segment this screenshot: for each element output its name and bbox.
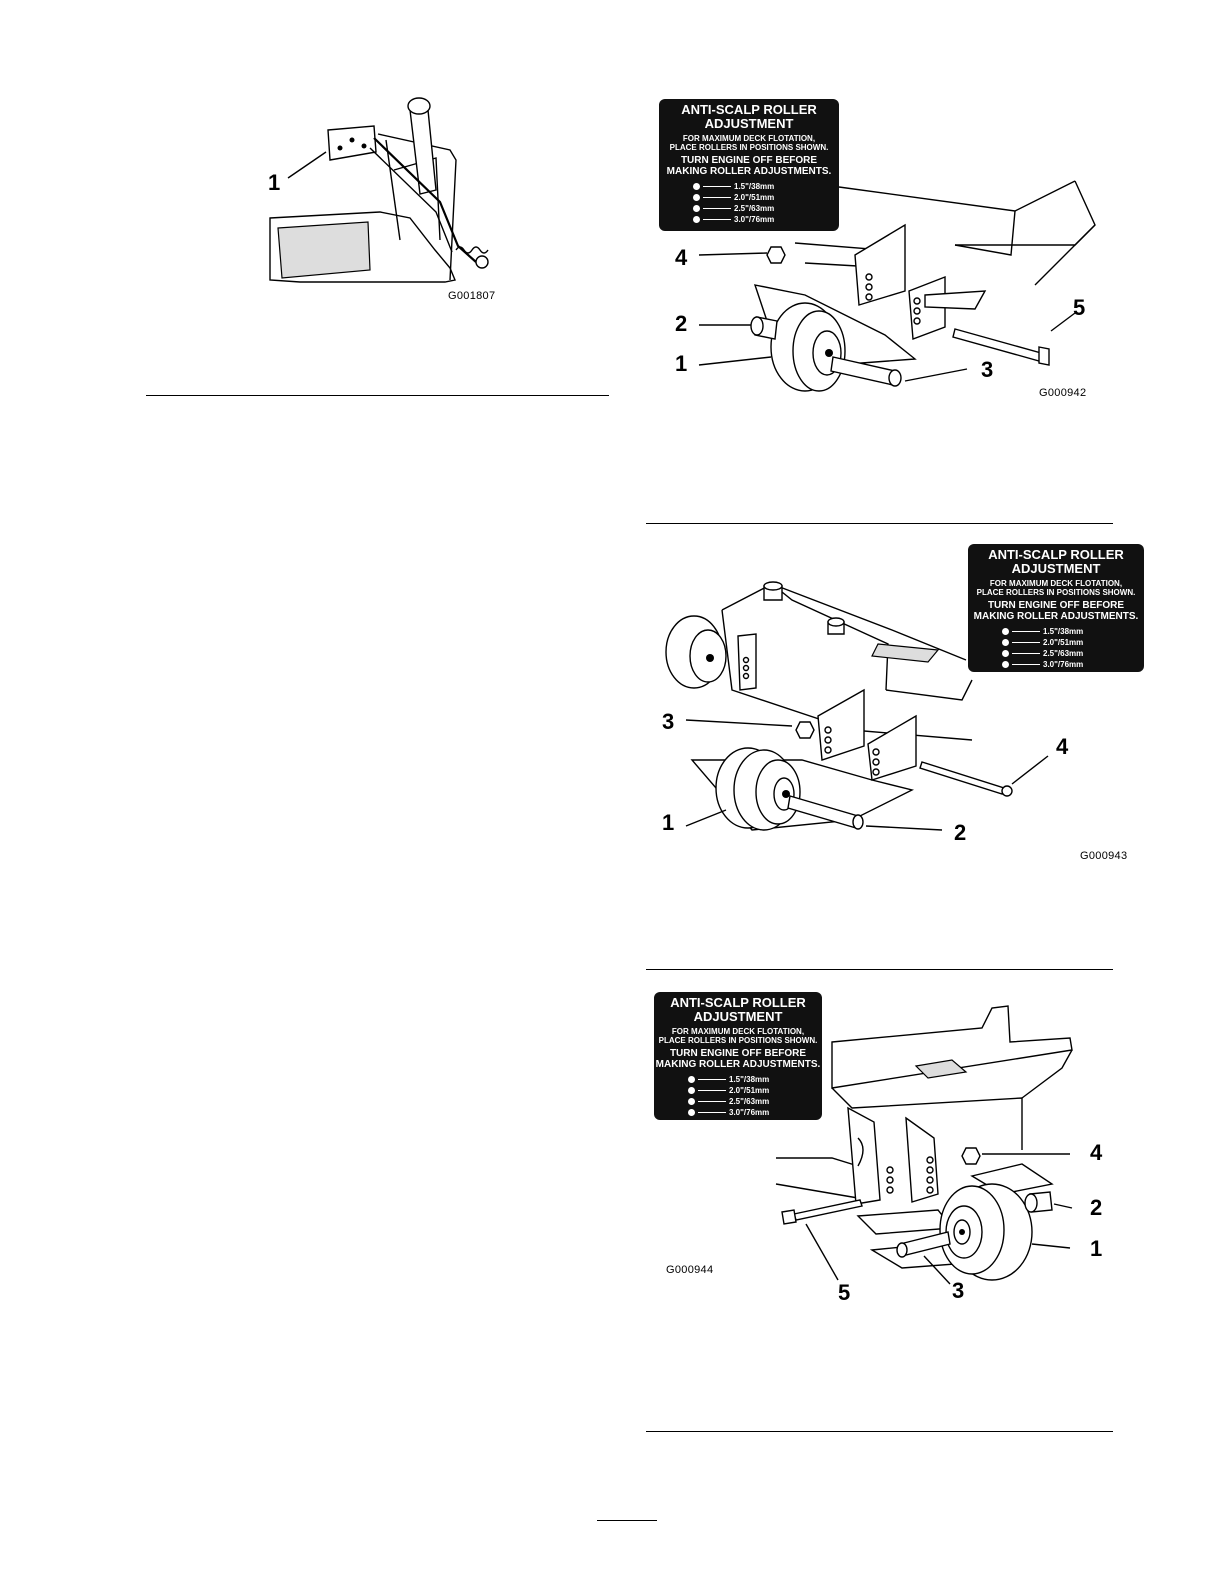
adjustment-decal: ANTI-SCALP ROLLER ADJUSTMENT FOR MAXIMUM… bbox=[654, 992, 822, 1120]
divider bbox=[646, 1431, 1113, 1432]
figure-id: G000944 bbox=[666, 1264, 714, 1276]
callout-1: 1 bbox=[675, 351, 688, 376]
lever-illustration bbox=[269, 97, 489, 283]
figure-side-roller: ANTI-SCALP ROLLER ADJUSTMENT FOR MAXIMUM… bbox=[652, 988, 1122, 1308]
callout-3: 3 bbox=[952, 1278, 965, 1303]
callout-3: 3 bbox=[662, 709, 675, 734]
callout-1: 1 bbox=[1090, 1236, 1103, 1261]
roller-illustration bbox=[775, 1005, 1073, 1285]
figure-height-lever: 1 G001807 bbox=[260, 90, 540, 310]
callout-2: 2 bbox=[954, 820, 967, 845]
page-footer-rule bbox=[597, 1520, 657, 1521]
callout-5: 5 bbox=[1073, 295, 1086, 320]
callout-4: 4 bbox=[675, 245, 688, 270]
figure-id: G000943 bbox=[1080, 850, 1128, 862]
divider bbox=[146, 395, 609, 396]
adjustment-decal: ANTI-SCALP ROLLER ADJUSTMENT FOR MAXIMUM… bbox=[968, 544, 1144, 672]
callout-2: 2 bbox=[675, 311, 688, 336]
callout-1: 1 bbox=[662, 810, 675, 835]
roller-illustration bbox=[698, 180, 1096, 392]
callout-2: 2 bbox=[1090, 1195, 1103, 1220]
callout-1: 1 bbox=[268, 170, 281, 195]
callout-4: 4 bbox=[1056, 734, 1069, 759]
figure-rear-roller: ANTI-SCALP ROLLER ADJUSTMENT FOR MAXIMUM… bbox=[655, 95, 1115, 405]
figure-front-roller: ANTI-SCALP ROLLER ADJUSTMENT FOR MAXIMUM… bbox=[652, 540, 1144, 870]
divider bbox=[646, 523, 1113, 524]
figure-id: G001807 bbox=[448, 290, 496, 302]
callout-4: 4 bbox=[1090, 1140, 1103, 1165]
figure-id: G000942 bbox=[1039, 387, 1087, 399]
adjustment-decal: ANTI-SCALP ROLLER ADJUSTMENT FOR MAXIMUM… bbox=[659, 99, 839, 231]
callout-5: 5 bbox=[838, 1280, 851, 1305]
callout-3: 3 bbox=[981, 357, 994, 382]
roller-illustration bbox=[665, 581, 1049, 831]
callout-1-leader bbox=[287, 151, 327, 179]
divider bbox=[646, 969, 1113, 970]
